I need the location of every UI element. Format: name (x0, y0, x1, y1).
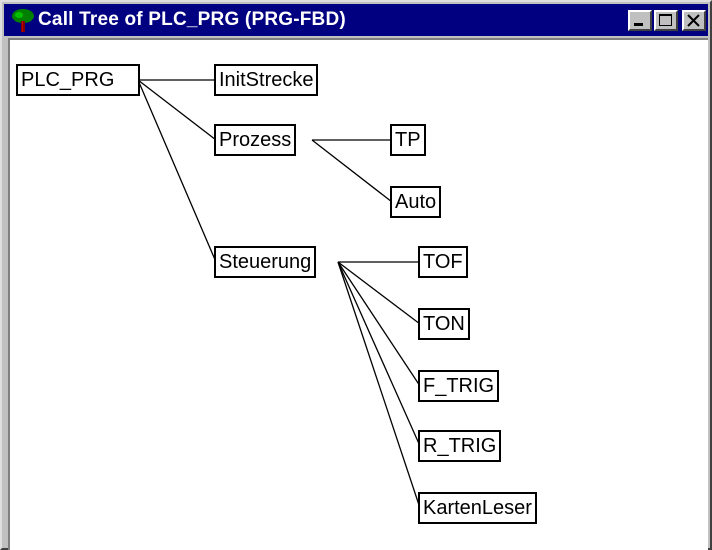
edge-steuerung-ftrig (337, 261, 421, 387)
window-title: Call Tree of PLC_PRG (PRG-FBD) (38, 9, 346, 30)
maximize-icon (659, 14, 672, 26)
close-button[interactable] (682, 10, 706, 31)
node-kartenleser[interactable]: KartenLeser (418, 492, 537, 524)
node-ton[interactable]: TON (418, 308, 470, 340)
tree-connectors (137, 79, 421, 509)
node-plc-prg[interactable]: PLC_PRG (16, 64, 140, 96)
minimize-button[interactable] (628, 10, 652, 31)
edge-steuerung-ton (337, 261, 421, 325)
node-tof[interactable]: TOF (418, 246, 468, 278)
edge-plcprg-steuerung (137, 79, 217, 263)
edge-plcprg-prozess (137, 79, 217, 141)
node-r-trig[interactable]: R_TRIG (418, 430, 502, 462)
close-icon (687, 14, 700, 27)
tree-icon (12, 9, 34, 32)
node-f-trig[interactable]: F_TRIG (418, 370, 500, 402)
node-tp[interactable]: TP (390, 124, 426, 156)
edge-steuerung-kartenleser (337, 261, 421, 509)
node-prozess[interactable]: Prozess (214, 124, 297, 156)
minimize-icon (634, 23, 643, 26)
node-steuerung[interactable]: Steuerung (214, 246, 317, 278)
edge-prozess-auto (311, 139, 393, 203)
call-tree-canvas[interactable]: PLC_PRG InitStrecke Prozess TP Auto Steu… (8, 38, 708, 550)
node-initstrecke[interactable]: InitStrecke (214, 64, 319, 96)
node-auto[interactable]: Auto (390, 186, 442, 218)
edge-steuerung-rtrig (337, 261, 421, 447)
title-bar[interactable]: Call Tree of PLC_PRG (PRG-FBD) (4, 4, 708, 36)
maximize-button[interactable] (654, 10, 678, 31)
